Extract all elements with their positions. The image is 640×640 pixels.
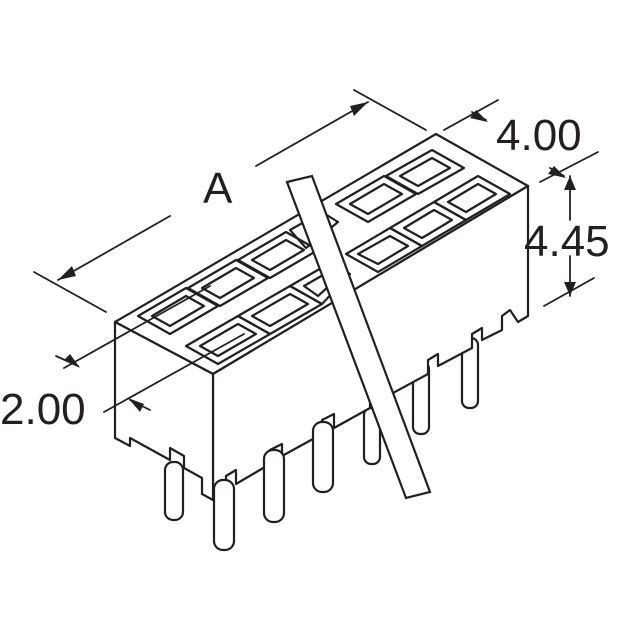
dimension-a-label: A bbox=[203, 164, 233, 213]
cavity-back-6 bbox=[384, 148, 466, 196]
cavity-front-6 bbox=[432, 174, 512, 222]
dimension-2-00-label: 2.00 bbox=[0, 385, 86, 434]
dimension-4-45-label: 4.45 bbox=[524, 217, 610, 266]
socket-cavities bbox=[136, 148, 512, 366]
break-band bbox=[285, 174, 432, 500]
dimension-lines bbox=[33, 89, 599, 413]
front-pins bbox=[163, 420, 335, 552]
dimension-4-00-label: 4.00 bbox=[496, 111, 582, 160]
